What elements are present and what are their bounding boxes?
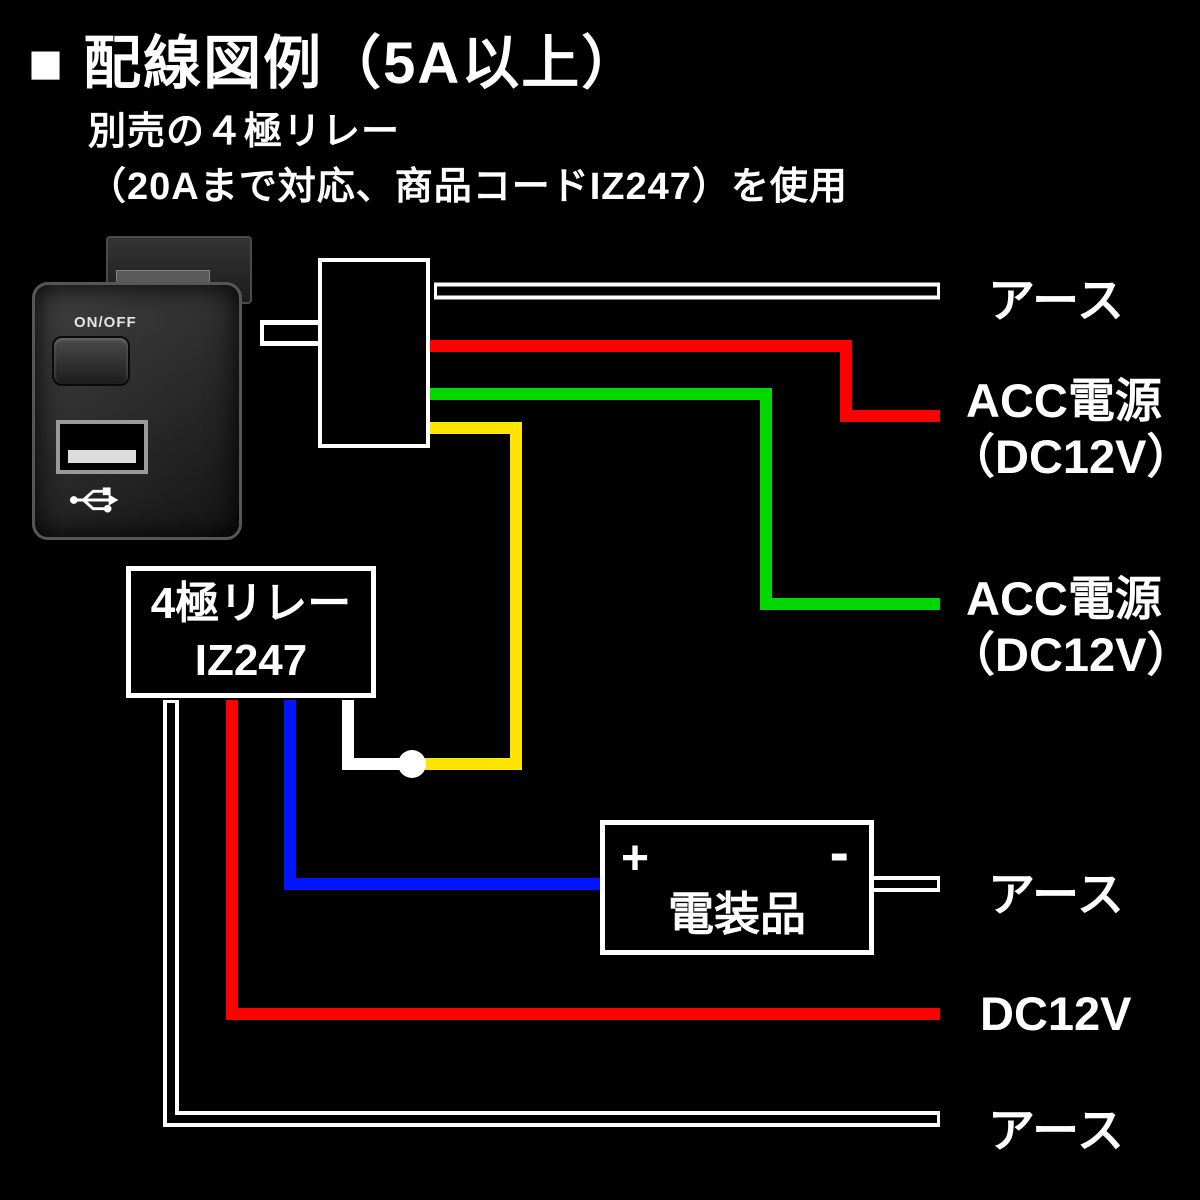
subtitle-line-2: （20Aまで対応、商品コードIZ247）を使用	[88, 166, 848, 208]
subtitle-line-1: 別売の４極リレー	[88, 111, 401, 153]
usb-switch-product-photo: ON/OFF	[28, 230, 280, 542]
plus-terminal-label: +	[621, 832, 650, 885]
component-label: 電装品	[668, 888, 806, 940]
switch-button	[52, 336, 130, 386]
relay-white-wire	[342, 700, 410, 770]
minus-terminal-label: -	[829, 820, 849, 885]
relay-red-wire	[226, 700, 940, 1020]
junction-dot	[398, 750, 426, 778]
switch-body	[32, 282, 242, 540]
label-acc-bottom-line2: （DC12V）	[948, 628, 1194, 681]
component-box: + - 電装品	[600, 820, 874, 955]
label-acc-top-line1: ACC電源	[966, 374, 1162, 427]
usb-trident-icon	[69, 487, 119, 513]
label-acc-top-line2: （DC12V）	[948, 430, 1194, 483]
label-acc-bottom-line1: ACC電源	[966, 572, 1162, 625]
relay-box: 4極リレー IZ247	[126, 566, 376, 698]
green-acc-wire	[430, 388, 940, 610]
relay-label-line2: IZ247	[194, 636, 308, 685]
yellow-wire	[416, 422, 522, 770]
label-ground-bottom: アース	[988, 1104, 1124, 1157]
label-ground-top: アース	[988, 274, 1124, 327]
red-acc-wire	[430, 340, 940, 422]
label-ground-mid: アース	[988, 868, 1124, 921]
switch-onoff-label: ON/OFF	[74, 314, 137, 331]
page-title: ■ 配線図例（5A以上）	[28, 31, 642, 96]
ground-wire-bottom-core	[167, 703, 937, 1123]
label-dc12v: DC12V	[980, 987, 1132, 1040]
usb-port	[56, 420, 148, 474]
relay-blue-wire	[284, 700, 604, 890]
relay-label-line1: 4極リレー	[150, 578, 352, 628]
usb-port-tongue	[68, 450, 136, 463]
connector-block	[318, 258, 430, 448]
